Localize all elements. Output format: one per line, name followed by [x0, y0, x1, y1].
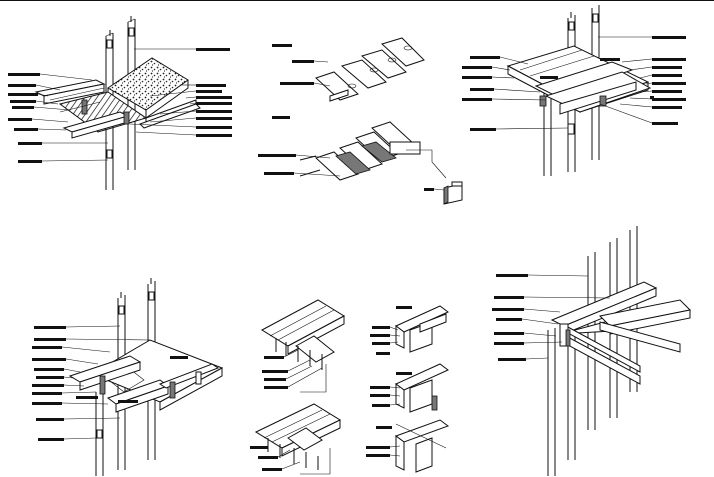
detail-view-c-callouts	[462, 36, 686, 131]
detail-view-b	[299, 37, 463, 205]
detail-view-e	[254, 299, 450, 473]
detail-view-d-callouts	[32, 325, 188, 441]
detail-view-a	[34, 16, 201, 190]
detail-view-f-callouts	[492, 274, 611, 361]
detail-view-f	[547, 226, 692, 476]
detail-view-a-callouts	[8, 48, 232, 163]
detail-view-e-callouts	[250, 306, 412, 475]
detail-view-c	[506, 5, 652, 176]
detail-view-d	[68, 278, 224, 476]
detail-view-b-callouts	[258, 44, 447, 191]
